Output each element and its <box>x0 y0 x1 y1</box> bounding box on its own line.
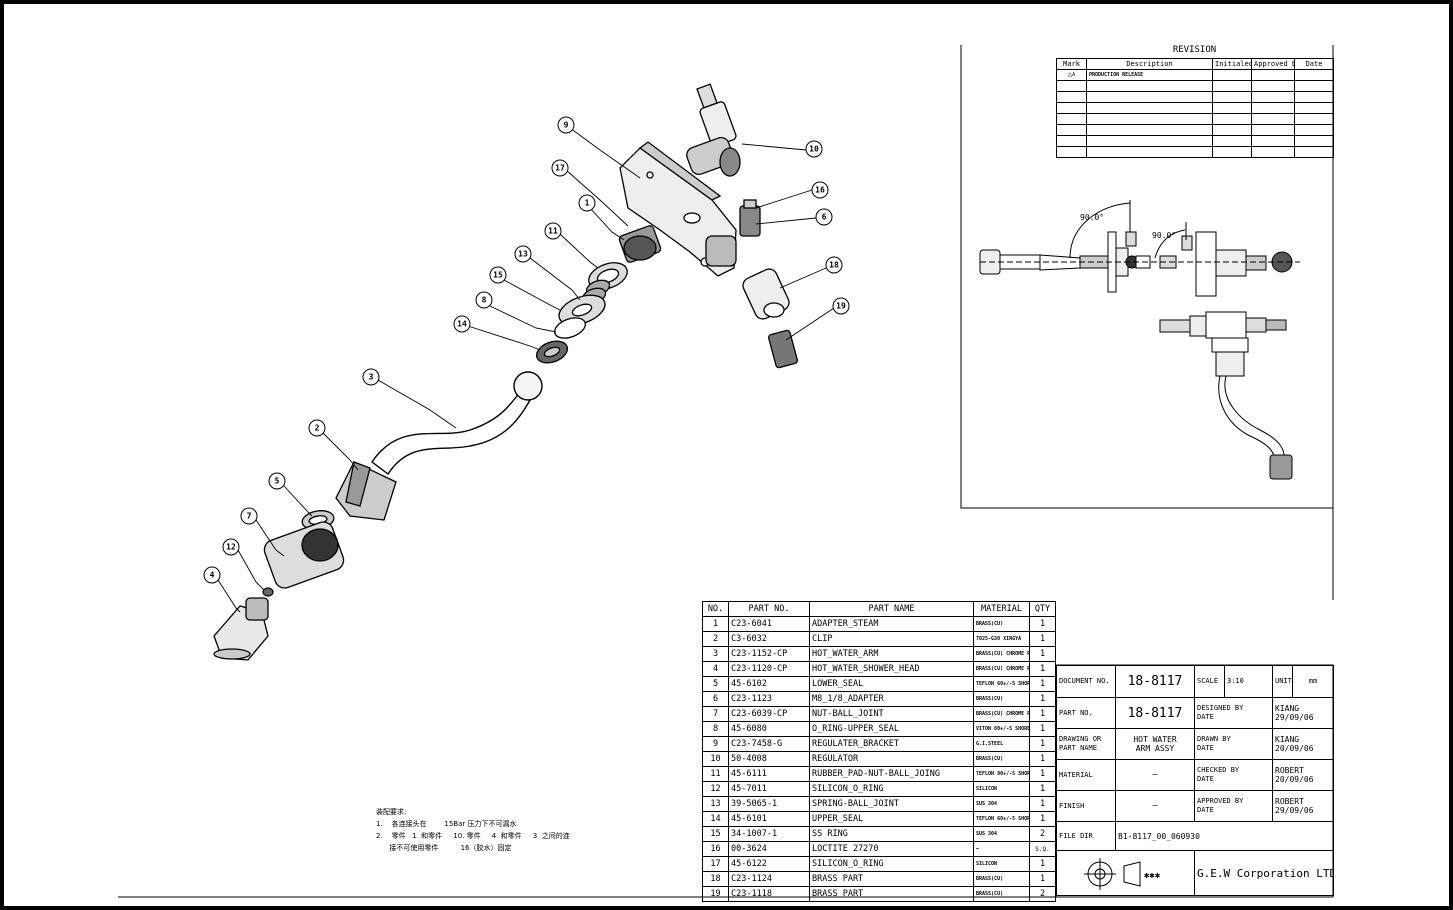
part-nut-ball-joint-7 <box>263 521 345 589</box>
approved-value: ROBERT 29/09/06 <box>1272 790 1335 822</box>
designed-value: KIANG 29/09/06 <box>1272 697 1335 729</box>
revision-table: Mark Description Initialed by Approved b… <box>1056 58 1334 158</box>
part-hot-water-arm-3 <box>371 371 543 476</box>
part-shower-head-4 <box>213 597 269 661</box>
balloon-label: 19 <box>836 302 846 311</box>
part-adapter-1 <box>618 225 662 263</box>
title-block: DOCUMENT NO. 18-8117 SCALE 3:10 UNIT mm … <box>1056 665 1335 896</box>
qty-cell: 2 <box>1029 886 1056 902</box>
balloon-label: 10 <box>809 145 819 154</box>
balloon-label: 5 <box>275 477 280 486</box>
balloon-label: 16 <box>815 186 825 195</box>
notes-line: 1. 各连接头在 15Bar 压力下不可漏水 <box>376 820 517 828</box>
balloon-label: 17 <box>555 164 565 173</box>
balloon-label: 8 <box>482 296 487 305</box>
qty-cell: 1 <box>1029 871 1056 887</box>
revision-mark: A <box>1072 72 1076 78</box>
balloon-label: 1 <box>585 199 590 208</box>
angle-label-1: 90.0° <box>1080 213 1104 222</box>
part-brass-18 <box>742 268 790 320</box>
front-view <box>1159 311 1293 480</box>
leader-lines <box>217 127 835 613</box>
part-brass-19 <box>767 329 799 369</box>
drawing-name: HOT WATER ARM ASSY <box>1115 728 1195 760</box>
assembly-notes: 装配要求: 1. 各连接头在 15Bar 压力下不可漏水 2. 零件 1 和零件… <box>376 806 570 854</box>
balloon-label: 4 <box>210 571 215 580</box>
balloon-label: 2 <box>315 424 320 433</box>
notes-line: 接不可使用零件 16（胶水）固定 <box>376 844 512 852</box>
part-o-ring-12 <box>262 587 274 597</box>
part-regulator-10 <box>686 83 741 177</box>
balloon-label: 13 <box>518 250 528 259</box>
balloon-label: 7 <box>247 512 252 521</box>
revision-title: REVISION <box>1172 45 1217 55</box>
drawn-label: DRAWN BY DATE <box>1193 728 1274 760</box>
notes-line: 2. 零件 1 和零件 10. 零件 4 和零件 3 之间的连 <box>376 832 570 840</box>
balloon-label: 12 <box>226 543 236 552</box>
balloon-label: 3 <box>369 373 374 382</box>
part-bracket-9 <box>619 141 737 277</box>
item-balloons <box>203 116 850 584</box>
file-dir-label: FILE DIR <box>1056 821 1116 851</box>
part-m8-adapter-6 <box>739 199 761 237</box>
balloon-label: 18 <box>829 261 839 270</box>
drawing-name-label: DRAWING OR PART NAME <box>1056 728 1116 760</box>
balloon-label: 9 <box>564 121 569 130</box>
finish-label: FINISH <box>1056 790 1116 822</box>
material-value: — <box>1115 759 1195 791</box>
company-name: G.E.W Corporation LTD. <box>1193 850 1335 896</box>
scale-label: SCALE <box>1194 665 1225 698</box>
checked-value: ROBERT 20/09/06 <box>1272 759 1335 791</box>
unit-value: mm <box>1292 665 1335 698</box>
part-clip-2 <box>335 461 397 521</box>
part-no-label: PART NO. <box>1056 697 1116 729</box>
balloon-label: 15 <box>493 271 503 280</box>
part-seal-stack <box>535 262 628 364</box>
qty-cell: 1 <box>1029 736 1056 752</box>
angle-label-2: 90.0° <box>1152 231 1176 240</box>
balloon-label: 6 <box>822 213 827 222</box>
revision-mark-triangle-icon: △ <box>1067 70 1073 79</box>
top-view <box>979 200 1300 297</box>
document-no-label: DOCUMENT NO. <box>1056 665 1116 698</box>
revision-row: △A PRODUCTION RELEASE <box>1056 69 1334 81</box>
balloon-label: 14 <box>457 320 467 329</box>
balloon-label: 11 <box>548 227 558 236</box>
material-label: MATERIAL <box>1056 759 1116 791</box>
notes-title: 装配要求: <box>376 808 407 816</box>
approved-label: APPROVED BY DATE <box>1193 790 1274 822</box>
